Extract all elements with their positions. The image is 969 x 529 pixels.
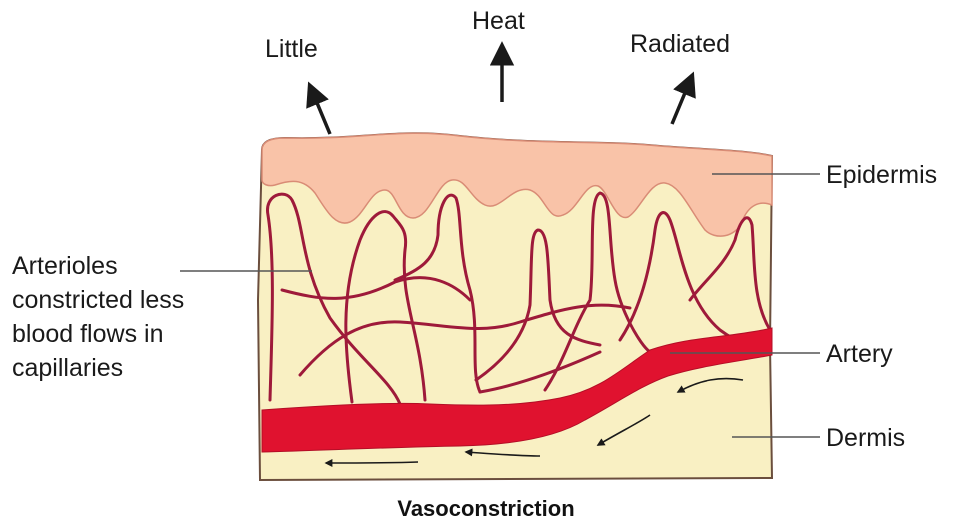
diagram-caption: Vasoconstriction [397, 496, 574, 521]
heat-label-radiated: Radiated [630, 30, 730, 58]
arterioles-label: Arterioles constricted less blood flows … [12, 252, 191, 382]
arterioles-label-line: constricted less [12, 286, 184, 314]
heat-label-little: Little [265, 35, 318, 63]
heat-arrow-right [672, 76, 692, 124]
arterioles-label-line: blood flows in [12, 320, 163, 348]
artery-label: Artery [826, 340, 893, 368]
heat-arrows [310, 46, 692, 134]
arterioles-label-line: capillaries [12, 354, 123, 382]
arterioles-label-line: Arterioles [12, 252, 118, 280]
heat-label-heat: Heat [472, 7, 525, 35]
heat-arrow-left [310, 86, 330, 134]
dermis-label: Dermis [826, 424, 905, 452]
epidermis-label: Epidermis [826, 161, 937, 189]
